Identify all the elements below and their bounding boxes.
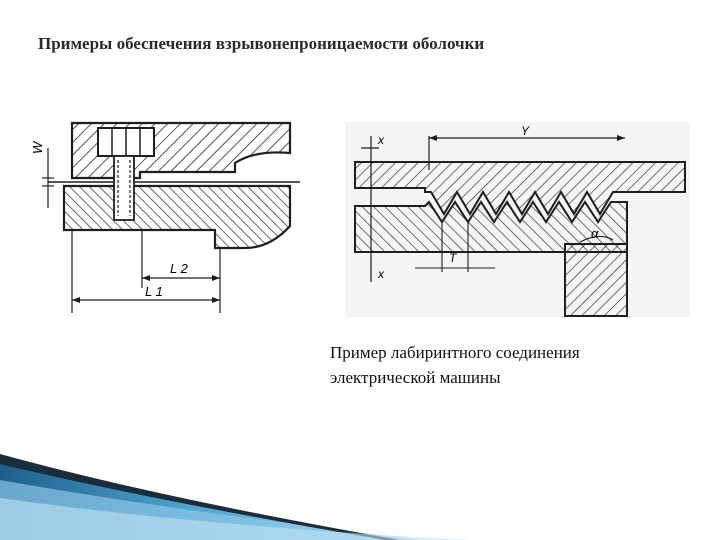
lower-toothed-part [354, 200, 628, 253]
bolt-shank [113, 155, 135, 221]
caption-line-1: Пример лабиринтного соединения [330, 343, 580, 362]
figure-caption: Пример лабиринтного соединения электриче… [330, 340, 580, 390]
alpha-angle-label: α [591, 226, 599, 241]
caption-line-2: электрической машины [330, 368, 501, 387]
flange-joint-drawing: W L 2 L 1 [30, 121, 300, 313]
x-top-label: x [377, 133, 385, 147]
t-dimension-label: T [449, 251, 458, 265]
upper-toothed-part [354, 161, 686, 216]
lower-column [564, 243, 628, 317]
y-dimension-label: Y [521, 124, 530, 138]
w-dimension-label: W [30, 140, 45, 154]
slide-title: Примеры обеспечения взрывонепроницаемост… [38, 34, 485, 53]
lower-body [62, 184, 292, 250]
l1-dimension-label: L 1 [145, 284, 163, 299]
l2-dimension-label: L 2 [170, 261, 189, 276]
decorative-swoosh [0, 454, 470, 540]
x-bottom-label: x [377, 267, 385, 281]
labyrinth-joint-drawing: x x Y T α [345, 122, 690, 317]
